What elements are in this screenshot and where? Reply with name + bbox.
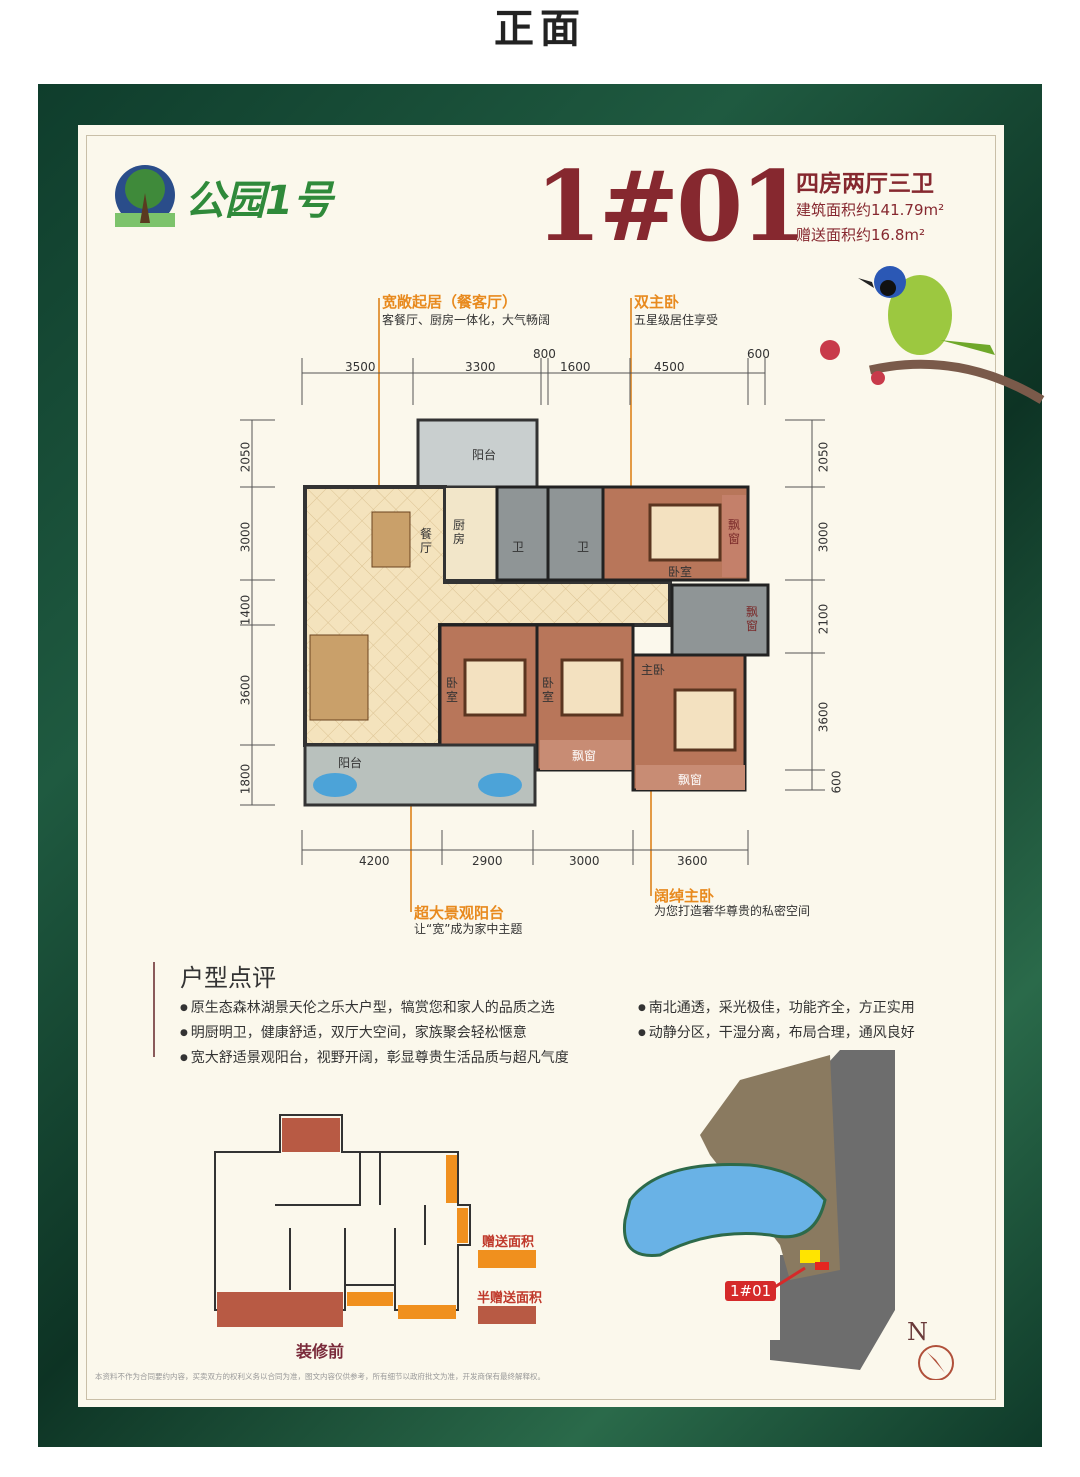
- dim-top: 800: [533, 347, 556, 361]
- room-label: 阳台: [472, 448, 497, 462]
- dim-top: 3500: [345, 360, 376, 374]
- building-area: 建筑面积约141.79m²: [796, 201, 945, 219]
- section-bar: [153, 962, 155, 1057]
- legend-swatch-half-gift: [478, 1306, 536, 1324]
- annotation-title: 超大景观阳台: [414, 904, 505, 922]
- annotation-sub: 为您打造奢华尊贵的私密空间: [654, 904, 811, 918]
- before-caption: 装修前: [296, 1342, 345, 1361]
- dim-top: 1600: [560, 360, 591, 374]
- site-plan: [622, 1050, 954, 1380]
- annotation-line: [410, 800, 412, 912]
- annotation-line: [378, 298, 380, 510]
- review-item: 明厨明卫，健康舒适，双厅大空间，家族聚会轻松惬意: [180, 1022, 527, 1042]
- legend-label: 半赠送面积: [477, 1291, 543, 1306]
- annotation-title: 阔绰主卧: [654, 887, 715, 905]
- annotation-sub: 客餐厅、厨房一体化，大气畅阔: [382, 313, 551, 327]
- room-label: 卫: [577, 540, 590, 554]
- room-label: 阳台: [338, 756, 363, 770]
- annotation-line: [630, 298, 632, 490]
- north-label: N: [907, 1318, 928, 1346]
- dim-bottom: 2900: [472, 854, 503, 868]
- room-label: 飘窗: [746, 605, 759, 633]
- room-label: 卫: [512, 540, 525, 554]
- room-label: 飘窗: [728, 518, 741, 546]
- disclaimer: 本资料不作为合同要约内容，买卖双方的权利义务以合同为准，图文内容仅供参考，所有细…: [95, 1372, 545, 1381]
- annotation-title: 双主卧: [634, 293, 680, 311]
- before-renovation-plan: [214, 1114, 471, 1327]
- compass-icon: [927, 1352, 945, 1373]
- review-item: 原生态森林湖景天伦之乐大户型，犒赏您和家人的品质之选: [180, 997, 555, 1017]
- panel-border: [86, 135, 996, 1400]
- room-label: 飘窗: [678, 773, 703, 787]
- logo-tree-icon: [115, 165, 175, 227]
- room-label: 主卧: [641, 663, 666, 677]
- annotation-line: [650, 790, 652, 896]
- annotation-sub: 五星级居住享受: [634, 313, 719, 327]
- review-item: 南北通透，采光极佳，功能齐全，方正实用: [638, 997, 915, 1017]
- unit-code: 1#01: [535, 150, 807, 263]
- gift-area: 赠送面积约16.8m²: [796, 226, 926, 244]
- review-item: 动静分区，干湿分离，布局合理，通风良好: [638, 1022, 915, 1042]
- review-item: 宽大舒适景观阳台，视野开阔，彰显尊贵生活品质与超凡气度: [180, 1047, 569, 1067]
- bird-illustration: [820, 266, 1045, 404]
- dim-top: 600: [747, 347, 770, 361]
- annotation-sub: 让“宽”成为家中主题: [414, 922, 523, 936]
- room-label: 餐厅: [420, 527, 433, 555]
- dim-bottom: 4200: [359, 854, 390, 868]
- unit-type: 四房两厅三卫: [796, 171, 934, 197]
- legend-swatch-gift: [478, 1250, 536, 1268]
- review-title: 户型点评: [180, 964, 276, 992]
- legend-label: 赠送面积: [482, 1235, 535, 1250]
- room-label: 飘窗: [572, 749, 597, 763]
- dim-top: 4500: [654, 360, 685, 374]
- floor-plan: [303, 418, 770, 807]
- logo-text: 公园1号: [185, 178, 333, 224]
- room-label: 卧室: [542, 676, 555, 704]
- page-title: 正面: [494, 6, 586, 52]
- room-label: 卧室: [668, 565, 693, 579]
- annotation-title: 宽敞起居（餐客厅）: [382, 293, 518, 311]
- room-label: 卧室: [446, 676, 459, 704]
- dim-top: 3300: [465, 360, 496, 374]
- room-label: 厨房: [453, 518, 466, 546]
- dim-bottom: 3000: [569, 854, 600, 868]
- unit-marker: 1#01: [725, 1281, 777, 1301]
- dim-bottom: 3600: [677, 854, 708, 868]
